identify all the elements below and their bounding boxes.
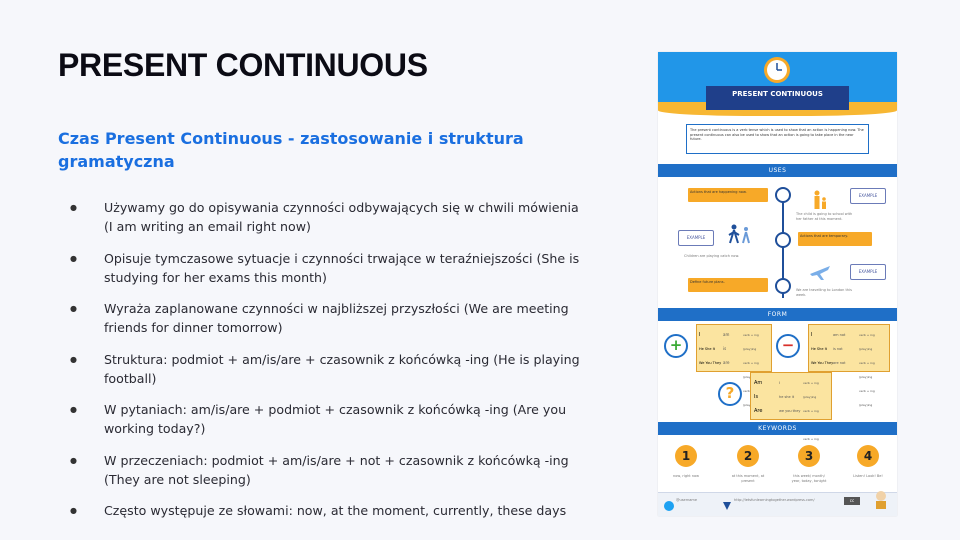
affirmative-table: I He She It We You They am is are verb +… (696, 324, 772, 407)
q-pronouns: I he she it we you they (779, 381, 801, 413)
aff-verbs: am is are (723, 332, 730, 365)
slide-subtitle: Czas Present Continuous - zastosowanie i… (58, 129, 524, 171)
timeline-node (775, 232, 791, 248)
aff-pronouns: I He She It We You They (699, 332, 722, 365)
intro-text: The present continuous is a verb tense w… (686, 124, 869, 154)
neg-pronouns: I He She It We You They (811, 332, 834, 365)
neg-verbs: am not is not are not (833, 333, 846, 365)
infographic-footer (658, 492, 897, 516)
keyword-text: this week/ month/ year, today, tonight (791, 474, 827, 483)
bullet-item: Często występuje ze słowami: now, at the… (66, 501, 586, 520)
clock-icon (762, 55, 792, 85)
footer-url: http://letsfunlearningtogether.wordpress… (734, 498, 815, 502)
question-table: Am Is Are I he she it we you they verb +… (750, 372, 832, 455)
children-icon (728, 224, 752, 248)
bullet-item: Wyraża zaplanowane czynności w najbliższ… (66, 299, 586, 337)
use-caption-1: The child is going to school with her fa… (796, 212, 853, 221)
keyword-number: 1 (675, 445, 697, 467)
timeline-node (775, 187, 791, 203)
mascot-icon (872, 490, 890, 514)
keyword-number: 2 (737, 445, 759, 467)
keyword-text: at this moment, at present (731, 474, 765, 483)
parent-child-icon (810, 190, 830, 214)
question-icon: ? (718, 382, 742, 406)
bullet-item: W pytaniach: am/is/are + podmiot + czaso… (66, 400, 586, 438)
example-box: EXAMPLE (850, 188, 886, 204)
infographic-image: PRESENT CONTINUOUS The present continuou… (658, 52, 897, 516)
bullet-list: Używamy go do opisywania czynności odbyw… (66, 198, 586, 533)
minus-icon: − (776, 334, 800, 358)
negative-table: I He She It We You They am not is not ar… (808, 324, 890, 407)
keyword-text: Listen! Look! Be! (853, 474, 883, 478)
use-2: Actions that are temporary. (798, 232, 872, 246)
use-1: Actions that are happening now. (688, 188, 768, 202)
use-caption-3: We are travelling to London this week. (796, 288, 852, 297)
logo-icon (722, 496, 732, 515)
footer-handle: @username (676, 498, 697, 502)
form-section-header: FORM (658, 308, 897, 321)
keyword-number: 4 (857, 445, 879, 467)
bullet-item: Struktura: podmiot + am/is/are + czasown… (66, 350, 586, 388)
infographic-banner: PRESENT CONTINUOUS (706, 86, 849, 110)
bullet-item: W przeczeniach: podmiot + am/is/are + no… (66, 451, 586, 489)
bullet-item: Używamy go do opisywania czynności odbyw… (66, 198, 586, 236)
keyword-text: now, right now (672, 474, 699, 478)
bullet-item: Opisuje tymczasowe sytuacje i czynności … (66, 249, 586, 287)
twitter-icon (664, 496, 674, 515)
use-caption-2: Children are playing catch now. (684, 254, 740, 258)
license-badge: cc (844, 497, 860, 505)
example-box: EXAMPLE (850, 264, 886, 280)
uses-section-header: USES (658, 164, 897, 177)
airplane-icon (808, 262, 832, 286)
keyword-number: 3 (798, 445, 820, 467)
use-3: Define future plans. (688, 278, 768, 292)
keywords-section-header: KEYWORDS (658, 422, 897, 435)
example-box: EXAMPLE (678, 230, 714, 246)
slide-title: PRESENT CONTINUOUS (58, 47, 428, 83)
timeline-node (775, 278, 791, 294)
q-verbs: Am Is Are (754, 380, 763, 414)
neg-results: verb + ing (play)ing verb + ing (play)in… (859, 333, 875, 407)
plus-icon: + (664, 334, 688, 358)
